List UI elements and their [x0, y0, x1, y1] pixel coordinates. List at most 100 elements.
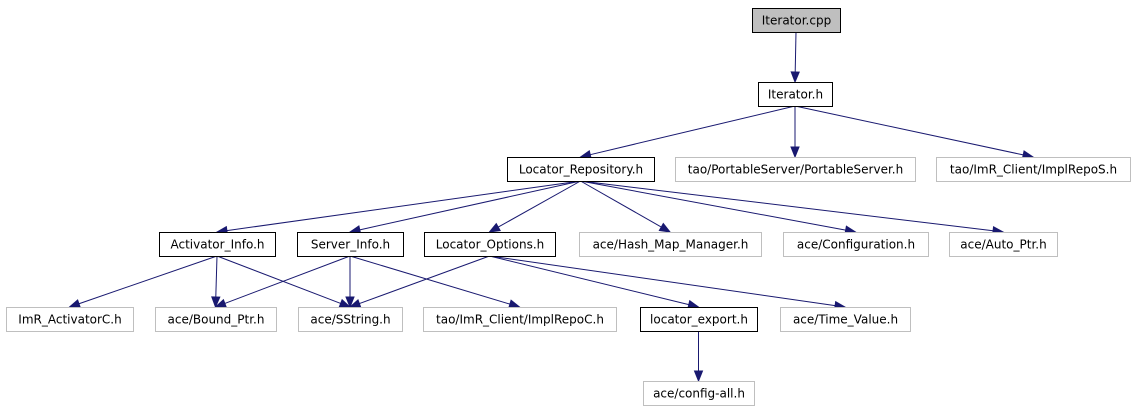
arrowhead-icon [658, 222, 672, 233]
node-locator_repository_h[interactable]: Locator_Repository.h [507, 157, 655, 182]
edge-locator_repository_h-to-hash_map_manager_h [580, 180, 672, 233]
arrowhead-icon [68, 299, 81, 309]
edge-activator_info_h-to-bound_ptr_h [211, 255, 221, 309]
node-iterator_h[interactable]: Iterator.h [758, 82, 833, 107]
node-label: ace/Time_Value.h [793, 313, 898, 327]
edge-activator_info_h-to-imr_activatorc_h [68, 255, 218, 309]
arrowhead-icon [790, 71, 800, 84]
node-label: locator_export.h [650, 313, 748, 327]
node-label: Server_Info.h [311, 238, 390, 252]
node-server_info_h[interactable]: Server_Info.h [297, 232, 404, 257]
edge-locator_repository_h-to-server_info_h [348, 180, 581, 235]
node-label: Iterator.cpp [762, 14, 831, 28]
node-box [423, 307, 617, 332]
edge-line [359, 180, 581, 231]
arrowhead-icon [211, 296, 221, 309]
node-box [752, 8, 841, 33]
edge-line [216, 255, 341, 304]
edge-line [226, 180, 581, 232]
edge-activator_info_h-to-sstring_h [216, 255, 352, 308]
edge-line [580, 180, 994, 232]
edge-locator_repository_h-to-locator_options_h [488, 180, 581, 233]
node-box [783, 232, 929, 257]
node-box [780, 307, 911, 332]
node-bound_ptr_h: ace/Bound_Ptr.h [155, 307, 277, 332]
node-label: Locator_Options.h [436, 238, 544, 252]
node-box [424, 232, 556, 257]
edge-line [580, 180, 662, 228]
node-box [507, 157, 655, 182]
edge-line [794, 105, 1024, 156]
edge-line [580, 180, 846, 231]
node-label: Iterator.h [768, 88, 823, 102]
edge-line [497, 180, 581, 228]
edge-line [359, 255, 490, 305]
edge-locator_repository_h-to-configuration_h [580, 180, 857, 235]
node-box [675, 157, 916, 182]
node-box [159, 232, 276, 257]
node-box [643, 381, 755, 406]
node-box [936, 157, 1131, 182]
node-locator_options_h[interactable]: Locator_Options.h [424, 232, 556, 257]
arrowhead-icon [508, 299, 521, 309]
node-box [6, 307, 134, 332]
node-label: ace/Auto_Ptr.h [960, 238, 1046, 252]
node-label: ace/Configuration.h [797, 238, 915, 252]
arrowhead-icon [693, 370, 704, 383]
node-portableserver_h: tao/PortableServer/PortableServer.h [675, 157, 916, 182]
node-box [297, 232, 404, 257]
edge-locator_options_h-to-sstring_h [348, 255, 490, 308]
edge-line [349, 255, 511, 305]
node-label: ace/Hash_Map_Manager.h [593, 238, 749, 252]
edge-line [78, 255, 218, 305]
edge-locator_options_h-to-time_value_h [489, 255, 847, 311]
node-label: Activator_Info.h [171, 238, 265, 252]
edge-line [590, 105, 796, 156]
node-box [155, 307, 277, 332]
node-label: ImR_ActivatorC.h [18, 313, 121, 327]
edge-line [489, 255, 836, 307]
edge-iterator_h-to-portableserver_h [790, 106, 800, 159]
node-box [298, 307, 403, 332]
edge-locator_options_h-to-locator_export_h [489, 255, 700, 310]
node-label: ace/Bound_Ptr.h [168, 313, 265, 327]
node-label: tao/ImR_Client/ImplRepoS.h [950, 163, 1117, 177]
node-box [758, 82, 833, 107]
edge-locator_repository_h-to-auto_ptr_h [580, 180, 1005, 236]
edge-locator_repository_h-to-activator_info_h [215, 180, 581, 236]
node-sstring_h: ace/SString.h [298, 307, 403, 332]
edge-line [794, 31, 797, 73]
node-label: ace/config-all.h [653, 387, 745, 401]
node-imr_activatorc_h: ImR_ActivatorC.h [6, 307, 134, 332]
node-hash_map_manager_h: ace/Hash_Map_Manager.h [579, 232, 762, 257]
edge-line [224, 255, 351, 304]
node-label: tao/ImR_Client/ImplRepoC.h [436, 313, 604, 327]
node-label: Locator_Repository.h [519, 163, 643, 177]
node-implrepoc_h: tao/ImR_Client/ImplRepoC.h [423, 307, 617, 332]
node-iterator_cpp[interactable]: Iterator.cpp [752, 8, 841, 33]
node-locator_export_h[interactable]: locator_export.h [640, 307, 758, 332]
node-box [579, 232, 762, 257]
arrowhead-icon [488, 222, 501, 233]
node-box [640, 307, 758, 332]
node-configuration_h: ace/Configuration.h [783, 232, 929, 257]
edge-line [215, 255, 218, 298]
node-time_value_h: ace/Time_Value.h [780, 307, 911, 332]
node-box [949, 232, 1058, 257]
arrowhead-icon [790, 146, 800, 159]
node-config_all_h: ace/config-all.h [643, 381, 755, 406]
edge-iterator_h-to-implrepos_h [794, 105, 1035, 160]
edges-layer [68, 31, 1035, 383]
node-label: ace/SString.h [310, 313, 390, 327]
arrowhead-icon [345, 296, 355, 309]
edge-iterator_h-to-locator_repository_h [579, 105, 796, 160]
node-activator_info_h[interactable]: Activator_Info.h [159, 232, 276, 257]
edge-iterator_cpp-to-iterator_h [790, 31, 800, 84]
nodes-layer: Iterator.cppIterator.hLocator_Repository… [6, 8, 1131, 406]
edge-locator_export_h-to-config_all_h [693, 331, 704, 383]
edge-line [489, 255, 689, 306]
node-auto_ptr_h: ace/Auto_Ptr.h [949, 232, 1058, 257]
edge-server_info_h-to-sstring_h [345, 256, 355, 309]
edge-server_info_h-to-implrepoc_h [349, 255, 521, 309]
